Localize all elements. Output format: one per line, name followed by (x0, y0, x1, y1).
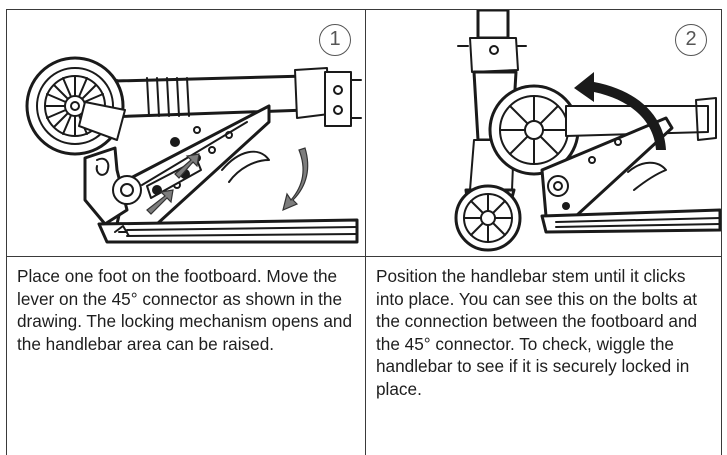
fork (78, 101, 126, 141)
step-1-description-cell: Place one foot on the footboard. Move th… (6, 256, 366, 455)
footboard (97, 218, 359, 244)
step-number-badge: 1 (319, 24, 351, 56)
step-1-description: Place one foot on the footboard. Move th… (17, 266, 353, 354)
curved-arrow-up (574, 72, 666, 150)
locking-lever (146, 137, 202, 199)
folded-stem (75, 67, 362, 127)
step-1-illustration: 1 (6, 9, 366, 257)
foot-sole (221, 150, 270, 183)
instruction-table: 1 (6, 9, 722, 455)
foot-sole (627, 161, 667, 191)
upper-wheel (488, 84, 580, 176)
connector-45 (540, 116, 674, 218)
curved-arrow-down (282, 147, 309, 212)
scooter-raise-stem-drawing (454, 10, 721, 252)
front-wheel (454, 184, 522, 252)
step-2-description: Position the handlebar stem until it cli… (376, 266, 698, 399)
step-number-badge: 2 (675, 24, 707, 56)
step-2-description-cell: Position the handlebar stem until it cli… (365, 256, 722, 455)
scooter-fold-lever-drawing (25, 56, 362, 244)
footboard (540, 208, 721, 234)
hinge-bracket (83, 146, 142, 226)
lever-direction-arrows (146, 153, 200, 215)
step-2-illustration: 2 (365, 9, 722, 257)
